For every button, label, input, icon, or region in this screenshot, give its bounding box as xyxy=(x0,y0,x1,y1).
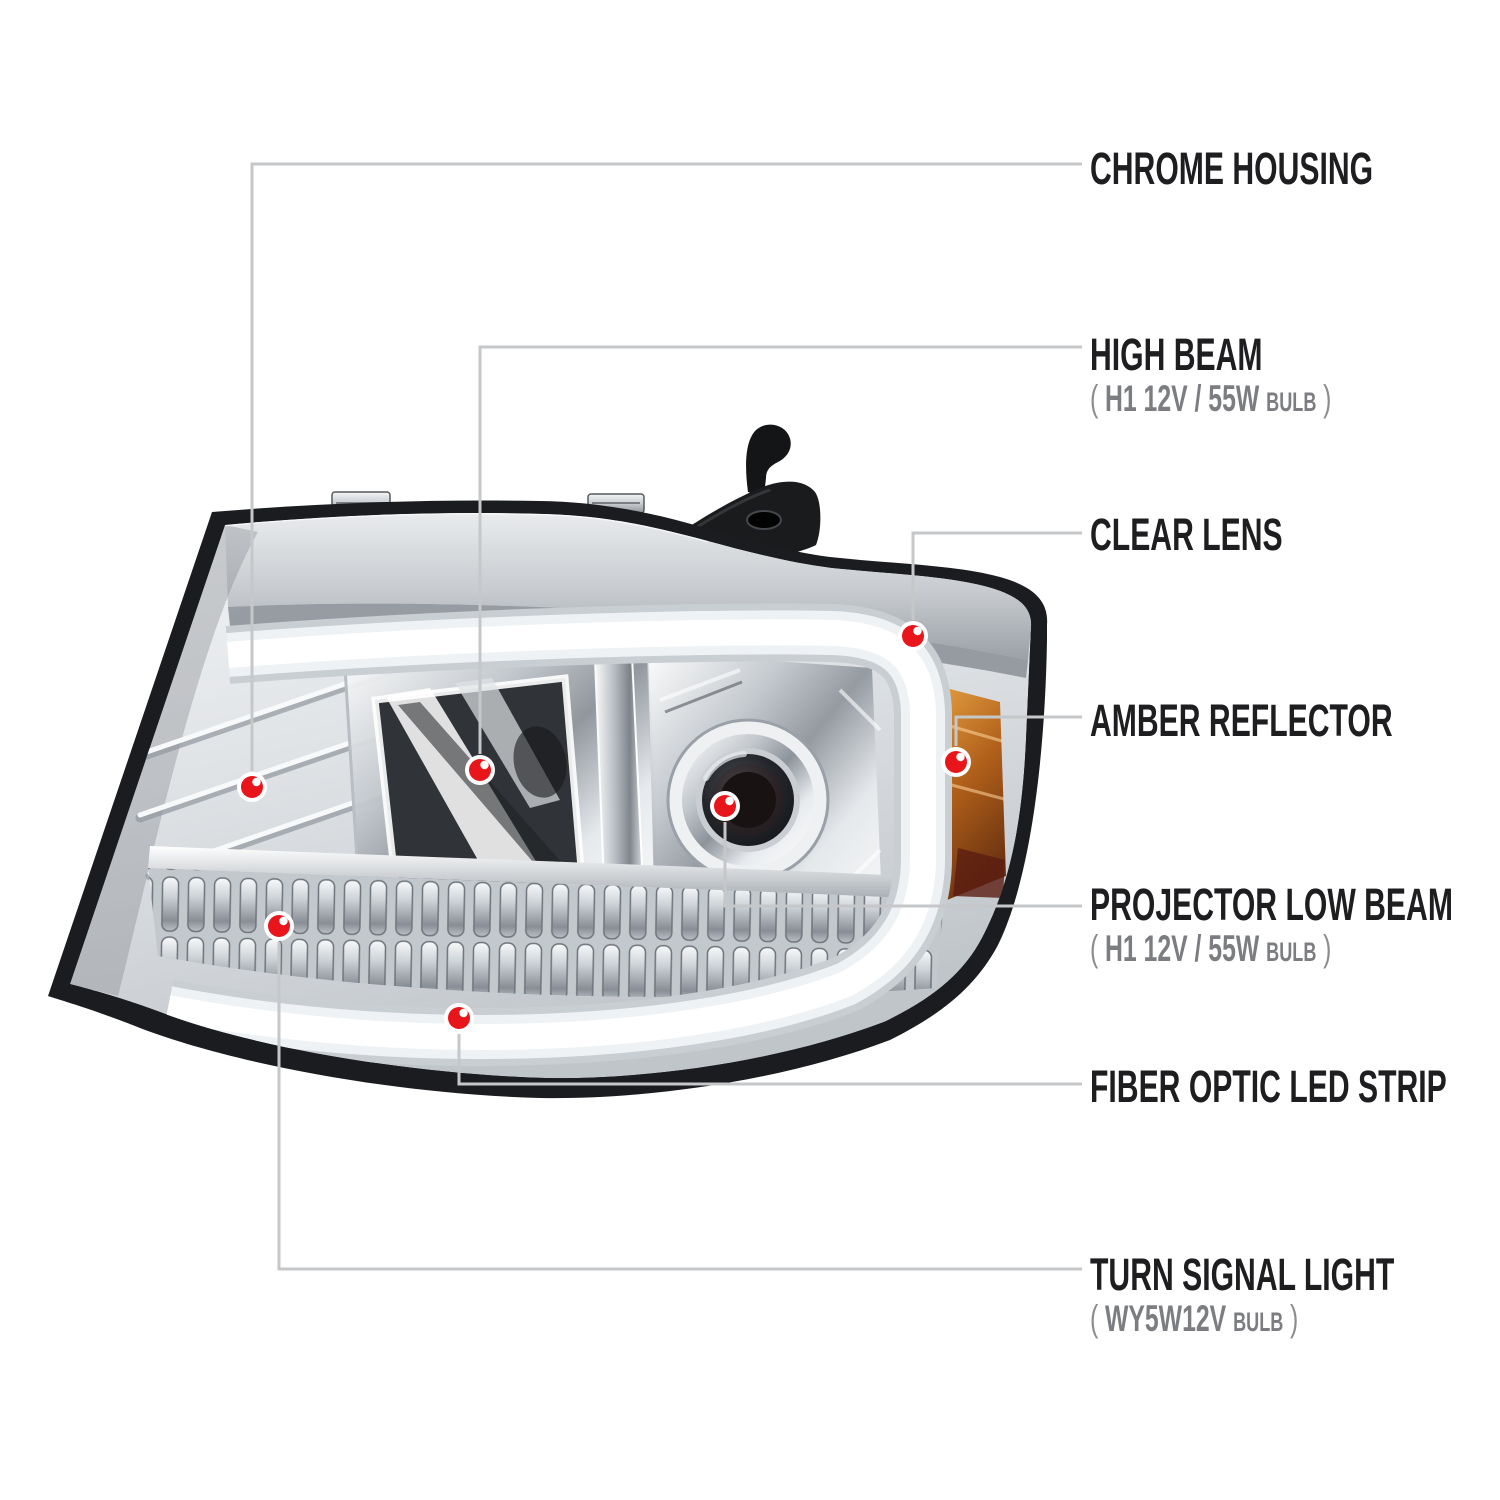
label-title: AMBER REFLECTOR xyxy=(1090,695,1393,746)
label-title: HIGH BEAM xyxy=(1090,329,1263,380)
spec-close: ) xyxy=(1323,378,1332,419)
label-title: CHROME HOUSING xyxy=(1090,143,1374,194)
label-spec: (H1 12V / 55W BULB) xyxy=(1090,927,1453,974)
spec-open: ( xyxy=(1090,1298,1099,1339)
label-title: CLEAR LENS xyxy=(1090,509,1283,560)
led-tube xyxy=(162,603,952,1067)
label-title: PROJECTOR LOW BEAM xyxy=(1090,879,1453,930)
callout-dot-amber-reflector xyxy=(941,747,971,777)
callout-label-fiber-optic: FIBER OPTIC LED STRIP xyxy=(1090,1064,1500,1109)
amber-reflector-shape xyxy=(942,688,1006,902)
callout-label-clear-lens: CLEAR LENS xyxy=(1090,512,1378,557)
spec-bulb: BULB xyxy=(1233,1307,1284,1337)
callout-line-high-beam xyxy=(478,345,1082,754)
callout-dot-high-beam xyxy=(465,755,495,785)
headlight-assembly xyxy=(48,424,1048,1099)
callout-dot-clear-lens xyxy=(898,621,928,651)
spec-close: ) xyxy=(1323,928,1332,969)
callout-dot-projector-low-beam xyxy=(710,791,740,821)
label-spec: (H1 12V / 55W BULB) xyxy=(1090,377,1331,424)
callout-label-projector-low-beam: PROJECTOR LOW BEAM (H1 12V / 55W BULB) xyxy=(1090,882,1500,974)
spec-bulb: BULB xyxy=(1266,387,1317,417)
spec-close: ) xyxy=(1290,1298,1299,1339)
callout-line-fiber-optic xyxy=(457,1034,1082,1086)
callout-label-chrome-housing: CHROME HOUSING xyxy=(1090,146,1500,191)
label-spec: (WY5W12V BULB) xyxy=(1090,1297,1394,1344)
callout-label-turn-signal: TURN SIGNAL LIGHT (WY5W12V BULB) xyxy=(1090,1252,1500,1344)
callout-line-projector-low-beam xyxy=(723,822,1082,908)
callout-label-high-beam: HIGH BEAM (H1 12V / 55W BULB) xyxy=(1090,332,1450,424)
chrome-separator-strip xyxy=(148,846,946,900)
callout-line-turn-signal xyxy=(277,942,1082,1271)
callout-line-chrome-housing xyxy=(250,162,1082,771)
callout-label-amber-reflector: AMBER REFLECTOR xyxy=(1090,698,1500,743)
callout-dot-chrome-housing xyxy=(237,772,267,802)
callout-lines xyxy=(250,162,1082,1271)
spec-bulb: BULB xyxy=(1266,937,1317,967)
callout-dot-turn-signal xyxy=(264,911,294,941)
callout-dot-fiber-optic xyxy=(444,1003,474,1033)
spec-open: ( xyxy=(1090,928,1099,969)
label-title: FIBER OPTIC LED STRIP xyxy=(1090,1061,1447,1112)
projector-assembly xyxy=(648,652,882,935)
callout-line-clear-lens xyxy=(911,531,1082,620)
spec-main: H1 12V / 55W xyxy=(1104,378,1260,419)
spec-main: WY5W12V xyxy=(1104,1298,1227,1339)
turn-signal-ribs xyxy=(148,868,944,998)
callout-dots xyxy=(237,621,971,1033)
spec-open: ( xyxy=(1090,378,1099,419)
label-title: TURN SIGNAL LIGHT xyxy=(1090,1249,1395,1300)
spec-main: H1 12V / 55W xyxy=(1104,928,1260,969)
callout-line-amber-reflector xyxy=(954,715,1082,746)
